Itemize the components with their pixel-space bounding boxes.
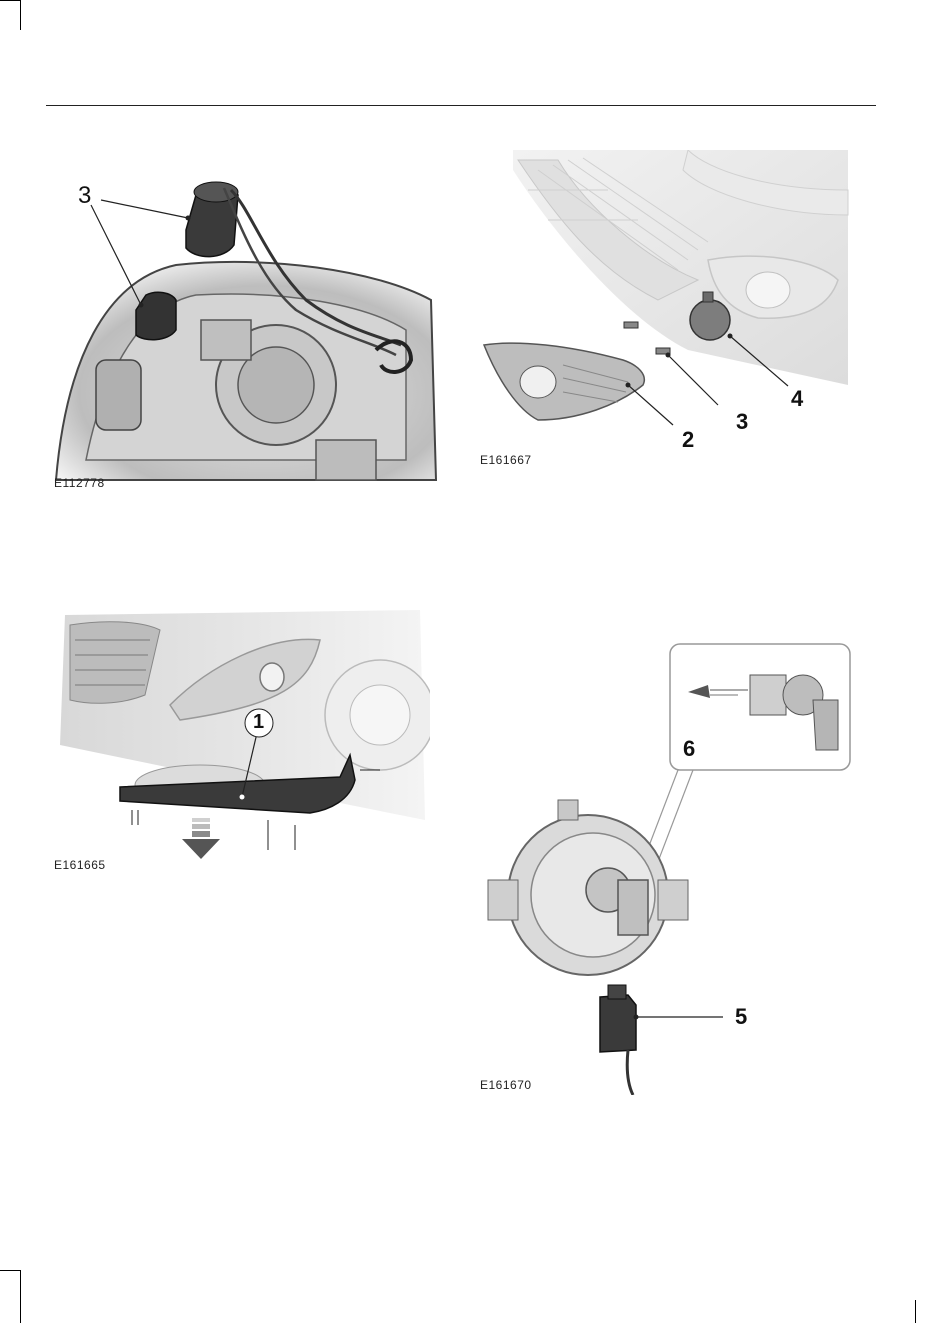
bumper-cover-removal-illustration	[50, 605, 430, 870]
callout-label: 5	[735, 1004, 747, 1030]
fog-lamp-bulb-illustration	[478, 640, 858, 1095]
figure-id: E161665	[54, 858, 106, 870]
crop-mark	[0, 1270, 20, 1271]
callout-label: 2	[682, 427, 694, 453]
headlamp-rear-illustration	[46, 130, 446, 500]
callout-label: 3	[78, 182, 91, 210]
fog-lamp-removal-illustration	[478, 150, 858, 470]
callout-label: 4	[791, 386, 803, 412]
figure-id: E161670	[480, 1078, 532, 1092]
crop-mark	[20, 0, 21, 30]
crop-mark	[915, 1300, 916, 1323]
crop-mark	[20, 1270, 21, 1323]
figure-id: E161667	[480, 453, 532, 467]
figure-fog-lamp-bulb: 6 5 E161670	[478, 640, 858, 1095]
figure-fog-lamp-removal: 4 3 2 E161667	[478, 150, 858, 470]
figure-id: E112778	[54, 476, 105, 490]
figure-bumper-cover-removal: 1 E161665	[50, 605, 430, 870]
callout-label: 6	[683, 736, 695, 762]
header-rule	[46, 105, 876, 106]
callout-label: 1	[253, 711, 264, 734]
crop-mark	[0, 0, 20, 1]
callout-label: 3	[736, 409, 748, 435]
figure-headlamp-rear: 3 E112778	[46, 130, 446, 500]
